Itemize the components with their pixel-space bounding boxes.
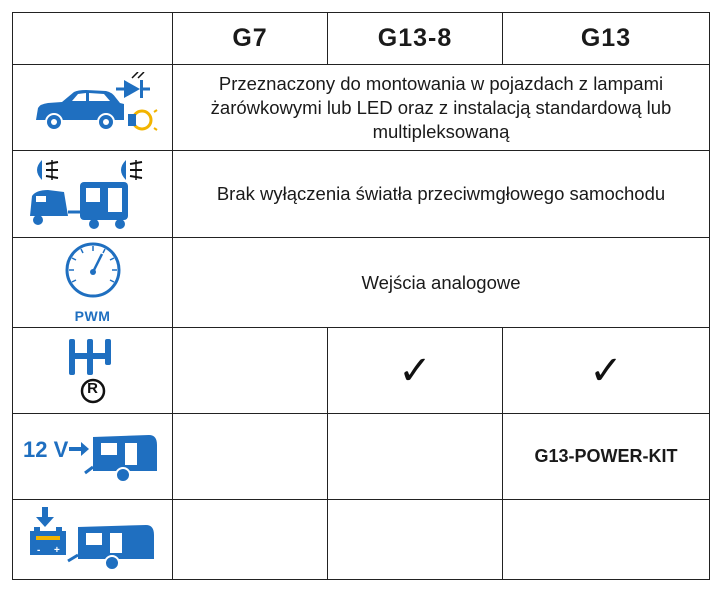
fog-description: Brak wyłączenia światła przeciwmgłowego …	[172, 150, 710, 238]
charging-g13	[502, 499, 710, 580]
12v-caravan-icon: 12 V	[12, 413, 173, 500]
pwm-description: Wejścia analogowe	[172, 237, 710, 328]
header-row: G7 G13-8 G13	[12, 12, 710, 65]
pwm-label: PWM	[74, 307, 111, 324]
row-12v-power: 12 V G13-POWER-KIT	[12, 413, 710, 500]
led-description: Przeznaczony do montowania w pojazdach z…	[172, 64, 710, 151]
svg-text:+: +	[54, 545, 60, 556]
row-led-bulbs: Przeznaczony do montowania w pojazdach z…	[12, 64, 710, 151]
row-pwm: PWM Wejścia analogowe	[12, 237, 710, 328]
power12v-g13-8	[327, 413, 503, 500]
power12v-g13: G13-POWER-KIT	[502, 413, 710, 500]
power12v-g7	[172, 413, 328, 500]
reverse-g13: ✓	[502, 327, 710, 414]
car-with-lamps-icon	[12, 64, 173, 151]
column-g13: G13	[502, 12, 710, 65]
check-icon: ✓	[589, 347, 623, 394]
column-g7: G7	[172, 12, 328, 65]
svg-text:-: -	[37, 545, 40, 556]
check-icon: ✓	[398, 347, 432, 394]
charging-g7	[172, 499, 328, 580]
spec-table: G7 G13-8 G13	[12, 12, 710, 580]
blank-corner	[12, 12, 173, 65]
row-fog-light: Brak wyłączenia światła przeciwmgłowego …	[12, 150, 710, 238]
battery-charging-caravan-icon: - +	[12, 499, 173, 580]
pwm-gauge-icon: PWM	[12, 237, 173, 328]
reverse-label: R	[87, 379, 98, 397]
row-reverse-gear: R ✓ ✓	[12, 327, 710, 414]
reverse-g13-8: ✓	[327, 327, 503, 414]
gear-reverse-icon: R	[12, 327, 173, 414]
reverse-g7	[172, 327, 328, 414]
12v-label: 12 V	[23, 437, 69, 462]
row-battery-charging: - +	[12, 499, 710, 580]
fog-light-vehicle-icon	[12, 150, 173, 238]
column-g13-8: G13-8	[327, 12, 503, 65]
charging-g13-8	[327, 499, 503, 580]
